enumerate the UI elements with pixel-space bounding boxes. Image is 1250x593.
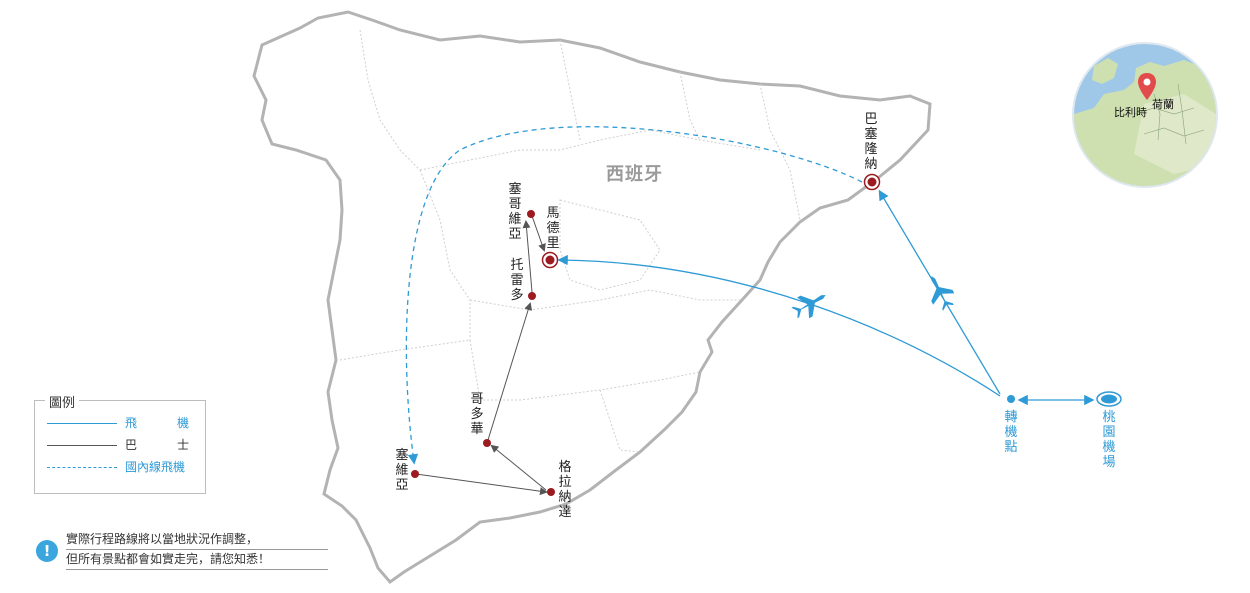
city-label-seville: 塞維亞	[395, 448, 409, 493]
city-label-cordoba: 哥多華	[470, 392, 484, 437]
legend-swatch-bus	[47, 445, 117, 446]
location-pin-icon	[1138, 73, 1156, 100]
city-label-granada: 格拉納達	[558, 460, 572, 520]
airport-label: 桃園機場	[1102, 410, 1116, 470]
legend-label-domestic: 國內線飛機	[125, 460, 186, 474]
transit-label: 轉機點	[1004, 410, 1018, 455]
city-marker-seville	[411, 470, 419, 478]
map-legend: 圖例 飛 機 巴 士 國內線飛機	[34, 392, 206, 494]
airplane-icon	[791, 295, 826, 319]
city-label-segovia: 塞哥維亞	[508, 182, 522, 242]
city-marker-barcelona	[867, 177, 877, 187]
inset-map	[1074, 44, 1216, 186]
legend-label-flight-a: 飛	[125, 416, 138, 430]
legend-label-bus-a: 巴	[125, 438, 138, 452]
note-line-2: 但所有景點都會如實走完，請您知悉！	[66, 550, 328, 570]
city-label-madrid: 馬德里	[546, 206, 560, 251]
airport-marker	[1101, 394, 1117, 404]
transit-marker	[1007, 395, 1015, 403]
legend-label-flight-b: 機	[176, 416, 189, 430]
airplane-icon	[931, 276, 955, 311]
country-label: 西班牙	[606, 164, 663, 185]
legend-item-bus: 巴 士	[47, 437, 197, 453]
iberia-outline	[252, 10, 932, 585]
inset-globe: 荷蘭 比利時	[1072, 42, 1218, 188]
legend-swatch-flight	[47, 423, 117, 424]
legend-title: 圖例	[45, 392, 80, 411]
exclamation-icon: !	[36, 540, 58, 562]
city-label-barcelona: 巴塞隆納	[864, 112, 878, 172]
legend-label-bus-b: 士	[176, 438, 189, 452]
city-marker-cordoba	[483, 439, 491, 447]
inset-label-belgium: 比利時	[1114, 106, 1147, 119]
legend-item-domestic-flight: 國內線飛機	[47, 459, 197, 475]
city-label-toledo: 托雷多	[510, 258, 524, 303]
inset-label-netherlands: 荷蘭	[1152, 98, 1174, 111]
bus-routes	[415, 215, 548, 496]
legend-swatch-domestic	[47, 467, 117, 468]
city-marker-madrid	[545, 255, 555, 265]
note-line-1: 實際行程路線將以當地狀況作調整，	[66, 530, 328, 550]
city-marker-toledo	[528, 292, 536, 300]
legend-item-flight: 飛 機	[47, 415, 197, 431]
domestic-flight-route	[405, 126, 863, 465]
city-marker-granada	[547, 488, 555, 496]
city-marker-segovia	[527, 210, 535, 218]
